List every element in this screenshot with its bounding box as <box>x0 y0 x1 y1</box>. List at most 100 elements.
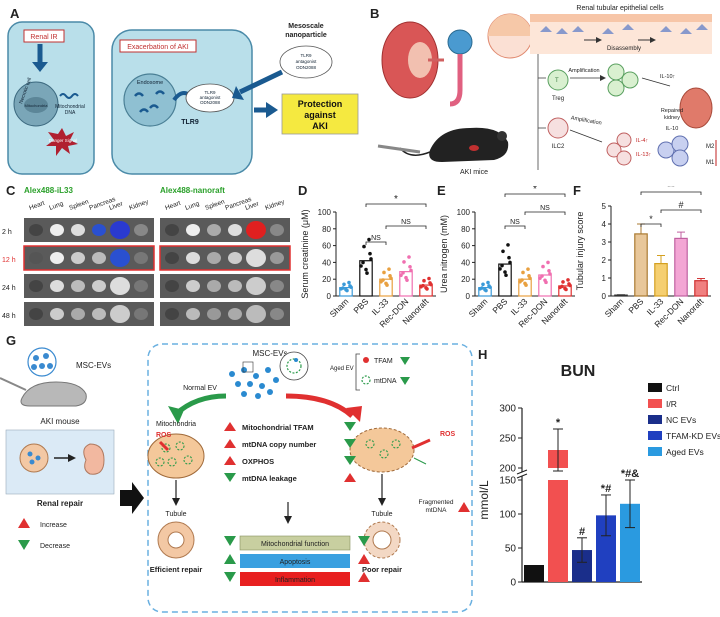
organ-1-0-1 <box>186 224 200 236</box>
chartE-point-1-0 <box>498 267 502 271</box>
panel-g-diagram: MSC-EVs AKI mouse Renal repair Increase … <box>0 343 473 613</box>
chartD-sig-label-2: NS <box>401 219 411 226</box>
kidney-g-icon <box>83 443 105 475</box>
chartE-point-0-6 <box>483 287 487 292</box>
organ-0-0-2 <box>71 224 85 236</box>
chartD-sig-bracket-2 <box>385 225 427 229</box>
imaging-row-0-3 <box>24 302 154 326</box>
effect-row-label-1: mtDNA copy number <box>242 440 316 449</box>
chart-h-ytick-label-250: 250 <box>499 434 516 445</box>
chartE-sig-bracket-2 <box>524 211 566 215</box>
arrow-tubule-left-head-icon <box>172 498 180 506</box>
il4-label: IL-4↑ <box>636 138 648 144</box>
mtdna-rings-left-icon <box>155 441 193 467</box>
panel-c-title-right: Alex488-nanoraft <box>160 186 225 195</box>
msc-evs-label: MSC-EVs <box>76 361 111 370</box>
chart-h-bar-2 <box>572 550 592 582</box>
kidney-pelvis-icon <box>408 42 432 78</box>
tlr9-label: TLR9 <box>181 119 199 126</box>
mesoscale-cloud-3: ODN2088 <box>296 65 317 70</box>
ilc2-label: ILC2 <box>552 144 565 150</box>
macrophage-cluster-icon <box>657 135 689 167</box>
chartD-point-2-6 <box>384 281 388 286</box>
increase-label: Increase <box>40 522 67 529</box>
apoptosis-label: Apoptosis <box>280 559 311 566</box>
chartD-point-1-6 <box>364 267 368 272</box>
il10-label: IL-10 <box>666 126 679 132</box>
chartE-point-3-4 <box>540 274 544 278</box>
ilc2-cell-icon <box>547 117 569 139</box>
chartE-point-3-5 <box>546 260 550 265</box>
chart-h-legend-swatch-0 <box>648 383 662 392</box>
effect-row-label-2: OXPHOS <box>242 457 274 466</box>
chartD-point-0-1 <box>342 282 346 287</box>
chartF-ylabel: Tubular injury score <box>575 212 585 291</box>
organ-1-2-3 <box>228 280 242 292</box>
chartD-point-1-1 <box>362 244 366 249</box>
chartD-point-1-4 <box>361 260 365 265</box>
poor-repair-label: Poor repair <box>362 565 402 574</box>
chartE-point-1-7 <box>508 260 512 265</box>
chart-h-break-2 <box>516 473 528 479</box>
mesoscale-label-1: Mesoscale <box>288 23 324 30</box>
mtdna-icon <box>361 375 371 385</box>
arrow-amp1-head-icon <box>600 75 606 81</box>
tfam-label: TFAM <box>374 358 393 365</box>
organ-1-2-5 <box>270 280 284 292</box>
fragmented-label-2: mtDNA <box>426 507 448 514</box>
chartE-point-2-5 <box>526 267 530 271</box>
il10-up-label: IL-10↑ <box>660 74 676 80</box>
chart-h-legend-swatch-1 <box>648 399 662 408</box>
chart-h-bar-4 <box>620 503 640 582</box>
mito-dna-label-2: DNA <box>65 110 76 116</box>
chartE-bar-2 <box>518 278 532 297</box>
chartE-point-1-4 <box>500 263 504 268</box>
mouse-ear-icon <box>497 131 507 141</box>
panel-letter-f: F <box>573 183 581 198</box>
chartE-point-4-6 <box>563 286 567 291</box>
chartE-ytick-label-80: 80 <box>461 225 470 234</box>
organ-1-1-0 <box>165 252 179 264</box>
chartD-point-0-5 <box>347 280 351 285</box>
tubule-icon <box>449 54 463 107</box>
chartF-xlabel-1: PBS <box>626 296 645 315</box>
arrow-amp2-icon <box>569 129 603 143</box>
increase-legend-icon <box>18 518 30 528</box>
amplification-1-label: Amplification <box>568 68 599 74</box>
imaging-row-1-2 <box>160 274 290 298</box>
aki-mouse-label: AKI mouse <box>40 417 80 426</box>
chartD-point-1-7 <box>369 257 373 261</box>
syringe-icon <box>377 144 421 154</box>
chartE-point-4-5 <box>566 278 570 282</box>
organ-1-0-5 <box>270 224 284 236</box>
apoptosis-bar <box>240 554 350 568</box>
chart-h-legend-label-4: Aged EVs <box>666 447 704 457</box>
normal-ev-arrow-head-icon <box>168 406 184 424</box>
chartF-ytick-label-2: 2 <box>602 256 607 265</box>
organ-0-3-0 <box>29 308 43 320</box>
chartE-sig-label-1: NS <box>510 219 520 226</box>
chartE-point-4-1 <box>561 280 565 284</box>
organ-1-3-5 <box>270 308 284 320</box>
panel-a-diagram: Renal IR Necrotic cell Mitochondria Mito… <box>7 21 359 175</box>
chartD-ytick-label-40: 40 <box>322 258 331 267</box>
chartD-point-0-6 <box>344 287 348 292</box>
chart-h-ytick-label-150: 150 <box>499 476 516 487</box>
chartE-point-3-3 <box>547 269 551 273</box>
organ-1-3-3 <box>228 308 242 320</box>
chartE-point-0-7 <box>488 285 492 289</box>
treg-cell-icon <box>547 69 569 91</box>
chartD-sig-label-1: NS <box>371 235 381 242</box>
chartD-point-4-4 <box>421 283 425 288</box>
ev-zoom-ring-icon <box>286 358 302 374</box>
chartF-ytick-label-4: 4 <box>602 220 607 229</box>
chartD-point-3-5 <box>407 255 411 259</box>
chartD-ytick-label-20: 20 <box>322 275 331 284</box>
chartD-point-4-5 <box>427 276 431 281</box>
organ-0-0-3 <box>92 224 106 236</box>
time-labels: 2 h12 h24 h48 h <box>2 229 16 320</box>
organ-0-1-5 <box>134 252 148 264</box>
chartE-xlabel-0: Sham <box>467 296 490 319</box>
